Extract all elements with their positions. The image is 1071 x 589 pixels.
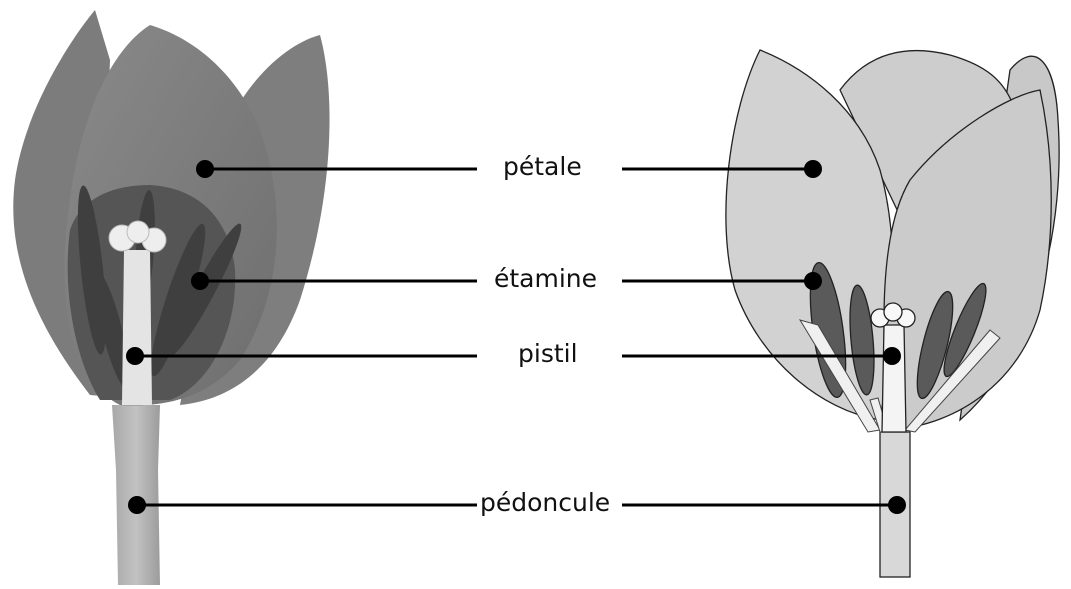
petal-dot-left [196, 160, 214, 178]
photo-stem [112, 405, 160, 585]
pistil-dot-right [883, 347, 901, 365]
peduncle-dot-left [128, 496, 146, 514]
tulip-photo [13, 10, 329, 585]
label-peduncle: pédoncule [480, 490, 610, 515]
drawing-pistil [882, 325, 906, 432]
pistil-dot-left [126, 347, 144, 365]
label-petal: pétale [503, 154, 582, 179]
stamen-dot-left [191, 272, 209, 290]
petal-dot-right [804, 160, 822, 178]
peduncle-dot-right [888, 496, 906, 514]
label-stamen: étamine [494, 266, 597, 291]
stamen-dot-right [804, 272, 822, 290]
label-pistil: pistil [518, 341, 578, 366]
photo-pistil [122, 250, 152, 405]
